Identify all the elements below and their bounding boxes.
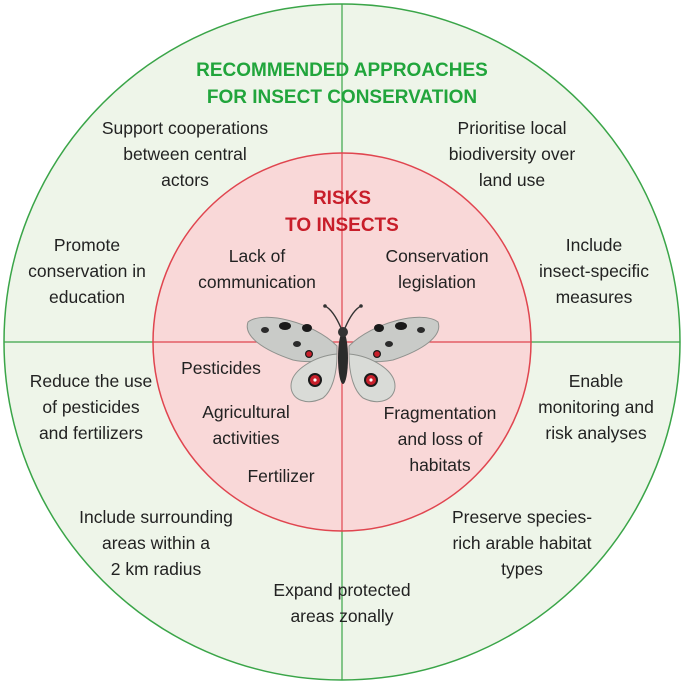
- approach-line: Enable: [569, 371, 624, 391]
- risk-line: Fertilizer: [247, 466, 314, 486]
- approach-line: Support cooperations: [102, 118, 269, 138]
- approach-line: measures: [556, 287, 633, 307]
- approach-line: types: [501, 559, 543, 579]
- risk-line: and loss of: [398, 429, 483, 449]
- approach-line: land use: [479, 170, 545, 190]
- risk-line: habitats: [409, 455, 471, 475]
- risk-line: Conservation: [385, 246, 488, 266]
- risk-line: legislation: [398, 272, 476, 292]
- risk-line: Pesticides: [181, 358, 261, 378]
- approach-include-surrounding-areas: Include surrounding areas within a 2 km …: [79, 507, 233, 579]
- approach-line: Promote: [54, 235, 120, 255]
- approach-line: of pesticides: [42, 397, 140, 417]
- butterfly-icon: [246, 304, 440, 402]
- outer-title-line-2: FOR INSECT CONSERVATION: [207, 87, 477, 108]
- outer-title-line-1: RECOMMENDED APPROACHES: [196, 60, 488, 81]
- risk-conservation-legislation: Conservation legislation: [385, 246, 488, 292]
- risk-fertilizer: Fertilizer: [247, 466, 314, 486]
- approach-line: 2 km radius: [111, 559, 202, 579]
- inner-title-line-1: RISKS: [313, 188, 371, 209]
- approach-line: and fertilizers: [39, 423, 143, 443]
- approach-expand-protected-areas: Expand protected areas zonally: [273, 580, 410, 626]
- risk-agricultural-activities: Agricultural activities: [202, 402, 290, 448]
- approach-preserve-habitat-types: Preserve species- rich arable habitat ty…: [452, 507, 592, 579]
- approach-line: Include: [566, 235, 622, 255]
- approach-line: areas zonally: [290, 606, 393, 626]
- approach-prioritise-local-biodiversity: Prioritise local biodiversity over land …: [449, 118, 576, 190]
- approach-line: actors: [161, 170, 209, 190]
- risk-lack-of-communication: Lack of communication: [198, 246, 316, 292]
- risk-fragmentation: Fragmentation and loss of habitats: [384, 403, 497, 475]
- approach-enable-monitoring: Enable monitoring and risk analyses: [538, 371, 654, 443]
- approach-line: monitoring and: [538, 397, 654, 417]
- risk-line: Lack of: [229, 246, 286, 266]
- approach-line: insect-specific: [539, 261, 649, 281]
- risk-line: Fragmentation: [384, 403, 497, 423]
- approach-line: Reduce the use: [30, 371, 153, 391]
- risk-line: Agricultural: [202, 402, 290, 422]
- approach-line: risk analyses: [545, 423, 646, 443]
- approach-line: rich arable habitat: [452, 533, 591, 553]
- inner-title-line-2: TO INSECTS: [285, 215, 399, 236]
- risk-pesticides: Pesticides: [181, 358, 261, 378]
- approach-line: education: [49, 287, 125, 307]
- approach-line: areas within a: [102, 533, 210, 553]
- approach-line: Expand protected: [273, 580, 410, 600]
- approach-line: Preserve species-: [452, 507, 592, 527]
- approach-line: between central: [123, 144, 247, 164]
- approach-line: Include surrounding: [79, 507, 233, 527]
- approach-promote-conservation: Promote conservation in education: [28, 235, 146, 307]
- approach-reduce-pesticides: Reduce the use of pesticides and fertili…: [30, 371, 153, 443]
- approach-line: conservation in: [28, 261, 146, 281]
- approach-include-insect-specific: Include insect-specific measures: [539, 235, 649, 307]
- risk-line: activities: [212, 428, 279, 448]
- approach-line: biodiversity over: [449, 144, 576, 164]
- approach-support-cooperations: Support cooperations between central act…: [102, 118, 269, 190]
- approach-line: Prioritise local: [458, 118, 567, 138]
- risk-line: communication: [198, 272, 316, 292]
